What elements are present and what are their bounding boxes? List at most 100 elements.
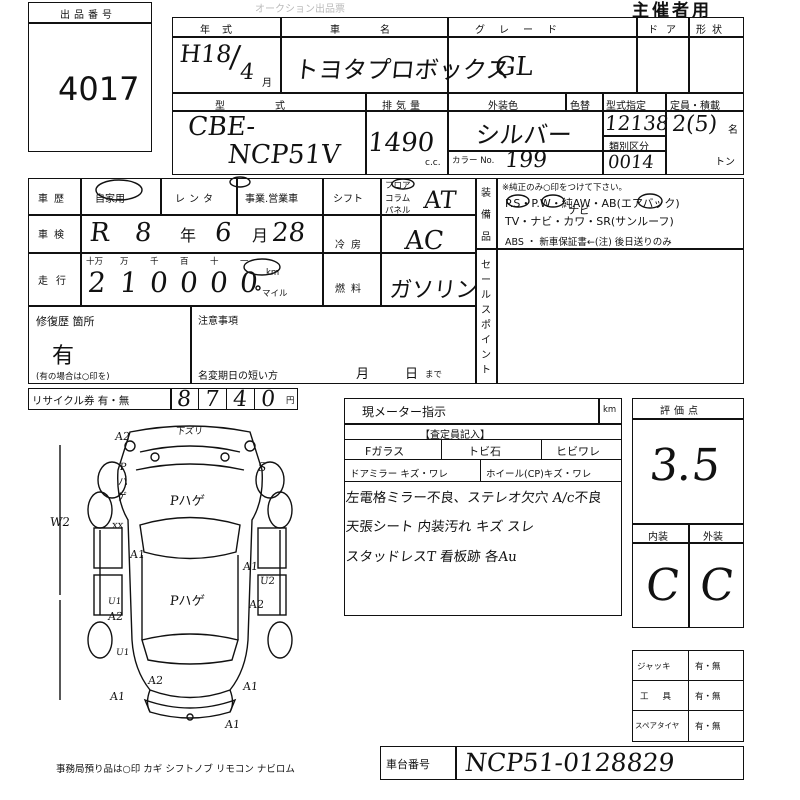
- mark-u1-left: U1: [107, 597, 122, 607]
- mark-u2-right: U2: [259, 576, 276, 587]
- mark-u1-left-rear: U1: [115, 648, 130, 658]
- equipment-box: [476, 178, 744, 384]
- recycle-label: リサイクル券 有・無: [32, 395, 130, 407]
- mark-xx: xx: [111, 520, 124, 531]
- expiry-label: 名変期日の短い方: [198, 371, 278, 382]
- equipment-row-3: ABS ・ 新車保証書←(注) 後日送りのみ: [505, 237, 672, 248]
- history-box: [28, 178, 476, 306]
- mark-a1-rear-left: A1: [109, 690, 126, 703]
- meter-label: 現メーター指示: [362, 405, 447, 419]
- crack-label: ヒビワレ: [556, 445, 600, 458]
- recycle-unit: 円: [286, 396, 295, 406]
- mark-w2: W2: [49, 515, 71, 529]
- tools-value: 有・無: [695, 692, 721, 702]
- digit-label-1k: 千: [150, 257, 159, 267]
- mark-bottom-scrape: 下ズリ: [175, 427, 204, 437]
- year-label: 年式: [200, 25, 244, 36]
- rating-label: 評価点: [660, 406, 702, 417]
- exterior-label: 外装: [703, 532, 723, 543]
- caution-label: 注意事項: [198, 316, 238, 327]
- equipment-note: ※純正のみ○印をつけて下さい。: [502, 183, 628, 193]
- rating-box: [632, 398, 744, 524]
- inspector-title: 【査定員記入】: [420, 430, 490, 441]
- displacement-label: 排気量: [382, 101, 424, 112]
- capacity-unit-persons: 名: [728, 125, 738, 136]
- repair-box: [28, 306, 476, 384]
- mark-roof: Pハゲ: [169, 594, 206, 609]
- mile-option: マイル: [262, 289, 288, 299]
- door-label: ドア: [648, 25, 684, 36]
- rental-option: レンタ: [175, 194, 217, 205]
- class-label: 類別区分: [609, 142, 649, 153]
- recycle-box: [28, 388, 298, 410]
- business-option: 事業.営業車: [245, 194, 299, 205]
- mark-s-right: S: [257, 460, 267, 474]
- mark-a1-rear-right: A1: [242, 680, 259, 693]
- lot-number-value: 4017: [58, 70, 140, 108]
- mark-a1-right: A1: [242, 560, 259, 573]
- color-change-label: 色替: [570, 101, 590, 112]
- car-history-label: 車歴: [38, 194, 70, 205]
- meter-box: [344, 398, 622, 424]
- repair-value: 有: [52, 344, 75, 369]
- grade-label: グレード: [475, 25, 571, 36]
- copy-label: 主催者用: [632, 1, 712, 21]
- mark-a2-right: A2: [248, 598, 265, 611]
- lot-number-label: 出品番号: [60, 10, 116, 21]
- spare-tire-value: 有・無: [695, 722, 721, 732]
- shaken-year-unit: 年: [180, 226, 197, 245]
- mileage-label: 走行: [38, 276, 74, 287]
- shift-floor: フロア: [385, 181, 411, 191]
- jack-label: ジャッキ: [637, 662, 671, 672]
- mark-a2-front-left: A2: [114, 430, 131, 443]
- interior-label: 内装: [648, 532, 668, 543]
- office-items: 事務局預り品は○印 カギ シフトノブ リモコン ナビロム: [56, 764, 295, 775]
- month-unit: 月: [262, 78, 272, 89]
- model-label: 型式: [215, 101, 335, 112]
- fuel-label: 燃料: [335, 284, 367, 295]
- mark-a1-rear: A1: [224, 718, 241, 731]
- mark-a2-left: A2: [107, 610, 124, 623]
- inspector-box: [344, 424, 622, 616]
- lot-number-box: [28, 2, 152, 152]
- shift-label: シフト: [333, 194, 363, 205]
- equipment-side-label: 装備品: [481, 188, 491, 243]
- expiry-until: まで: [425, 370, 443, 380]
- digit-label-100k: 十万: [86, 257, 104, 267]
- mark-a2-rear: A2: [147, 674, 164, 687]
- door-mirror-label: ドアミラー キズ・ワレ: [350, 469, 448, 480]
- car-name-label: 車名: [330, 25, 430, 36]
- shaken-label: 車検: [38, 230, 70, 241]
- shaken-month-unit: 月: [252, 226, 269, 245]
- equipment-row-2: TV・ナビ・カワ・SR(サンルーフ): [505, 215, 674, 228]
- ac-label: 冷房: [335, 240, 367, 251]
- capacity-label: 定員・積載: [670, 101, 720, 112]
- tools-label: 工具: [640, 692, 686, 702]
- meter-unit: km: [603, 405, 617, 415]
- repair-note: (有の場合は○印を): [36, 372, 110, 382]
- displacement-unit: c.c.: [425, 158, 441, 168]
- wheel-label: ホイール(CP)キズ・ワレ: [486, 469, 592, 480]
- basic-info-box: [172, 17, 744, 93]
- digit-label-10: 十: [210, 257, 219, 267]
- shape-label: 形状: [696, 25, 728, 36]
- expiry-month: 月: [356, 367, 370, 382]
- exterior-color-label: 外装色: [488, 101, 518, 112]
- mark-hood: Pハゲ: [169, 494, 206, 509]
- shift-panel: パネル: [385, 206, 411, 216]
- color-number-label: カラー No.: [452, 156, 495, 166]
- chassis-box: [380, 746, 744, 780]
- stone-chip-label: トビ石: [468, 445, 501, 458]
- mark-a1-left: A1: [129, 548, 146, 561]
- spec-box: [172, 93, 744, 175]
- fglass-label: Fガラス: [365, 445, 405, 458]
- capacity-unit-tons: トン: [715, 157, 735, 168]
- expiry-day: 日: [405, 367, 419, 382]
- jack-value: 有・無: [695, 662, 721, 672]
- form-title: オークション出品票: [255, 4, 345, 15]
- digit-label-100: 百: [180, 257, 189, 267]
- digit-label-1: 一: [240, 257, 249, 267]
- digit-label-10k: 万: [120, 257, 129, 267]
- shift-column: コラム: [385, 194, 411, 204]
